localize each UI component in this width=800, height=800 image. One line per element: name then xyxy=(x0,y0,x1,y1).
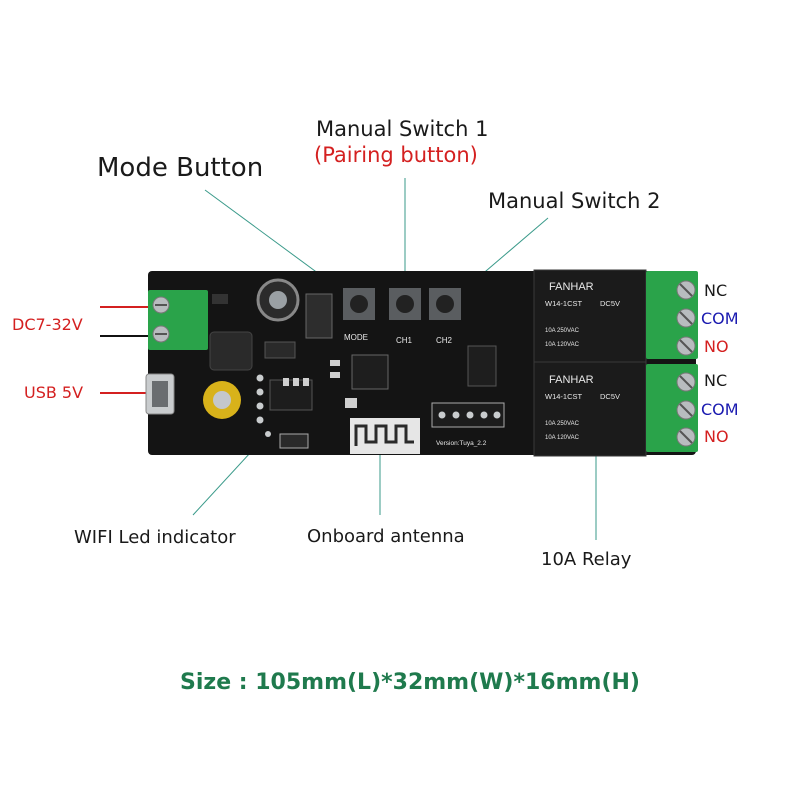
svg-text:10A 250VAC: 10A 250VAC xyxy=(545,421,580,427)
svg-text:10A 250VAC: 10A 250VAC xyxy=(545,328,580,334)
manual-switch-1-label: Manual Switch 1 xyxy=(316,117,489,141)
mode-push-button xyxy=(343,288,375,320)
version-silkscreen: Version:Tuya_2.2 xyxy=(436,440,487,447)
manual-switch-2-label: Manual Switch 2 xyxy=(488,189,661,213)
ch1-silkscreen: CH1 xyxy=(396,336,413,345)
terminal-com-2: COM xyxy=(701,400,739,419)
svg-text:10A 120VAC: 10A 120VAC xyxy=(545,342,580,348)
terminal-nc-2: NC xyxy=(704,371,728,390)
size-label: Size : 105mm(L)*32mm(W)*16mm(H) xyxy=(180,670,640,695)
wifi-module-chip xyxy=(351,354,389,390)
ch2-push-button xyxy=(429,288,461,320)
svg-text:W14-1CST: W14-1CST xyxy=(545,392,583,401)
svg-text:DC5V: DC5V xyxy=(600,299,620,308)
inductor xyxy=(209,331,253,371)
mode-silkscreen: MODE xyxy=(344,333,368,342)
pairing-button-label: (Pairing button) xyxy=(314,143,478,167)
svg-text:FANHAR: FANHAR xyxy=(549,374,594,386)
terminal-com-1: COM xyxy=(701,309,739,328)
ch2-silkscreen: CH2 xyxy=(436,336,453,345)
dc-input-label: DC7-32V xyxy=(12,315,83,334)
svg-text:FANHAR: FANHAR xyxy=(549,281,594,293)
terminal-no-2: NO xyxy=(704,427,729,446)
terminal-no-1: NO xyxy=(704,337,729,356)
svg-text:10A 120VAC: 10A 120VAC xyxy=(545,435,580,441)
terminal-nc-1: NC xyxy=(704,281,728,300)
svg-text:DC5V: DC5V xyxy=(600,392,620,401)
relay-1: FANHAR W14-1CST DC5V 10A 250VAC 10A 120V… xyxy=(533,269,647,365)
usb-input-label: USB 5V xyxy=(24,383,84,402)
wifi-led-label: WIFI Led indicator xyxy=(74,527,236,548)
svg-text:W14-1CST: W14-1CST xyxy=(545,299,583,308)
onboard-antenna-label: Onboard antenna xyxy=(307,526,465,547)
relay-2: FANHAR W14-1CST DC5V 10A 250VAC 10A 120V… xyxy=(533,361,647,457)
relay-label: 10A Relay xyxy=(541,549,632,570)
mode-button-label: Mode Button xyxy=(97,153,264,183)
wifi-led xyxy=(279,433,309,449)
ch1-push-button xyxy=(389,288,421,320)
leader-mode xyxy=(204,189,331,283)
